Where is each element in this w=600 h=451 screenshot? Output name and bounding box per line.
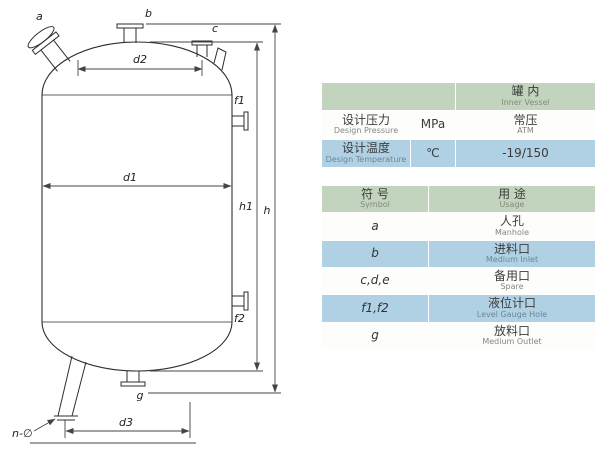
spec-header-inner-vessel: 罐 内 Inner Vessel [456, 83, 595, 111]
tank-outline [41, 41, 233, 372]
symbol-header-cn: 符 号 [361, 186, 389, 201]
label-d2: d2 [133, 53, 147, 66]
label-c: c [212, 22, 218, 35]
design-pressure-value: 常压 ATM [456, 111, 595, 139]
pressure-unit-text: MPa [420, 117, 446, 132]
label-d3: d3 [119, 416, 133, 429]
row-g-usage: 放料口 Medium Outlet [429, 322, 595, 349]
label-h: h [264, 204, 271, 217]
label-f1: f1 [234, 94, 245, 107]
design-pressure-unit: MPa [411, 111, 455, 139]
label-d1: d1 [123, 171, 137, 184]
row-b-symbol: b [322, 240, 428, 267]
nozzle-c [191, 40, 213, 57]
row-f1f2-symbol: f1,f2 [322, 295, 428, 322]
support-leg [54, 355, 87, 421]
design-spec-table: 罐 内 Inner Vessel 设计压力 Design Pressure MP… [322, 83, 595, 167]
row-a-symbol: a [322, 213, 428, 240]
row-cde-usage: 备用口 Spare [429, 268, 595, 295]
design-temperature-cn: 设计温度 [341, 141, 390, 156]
design-temperature-en: Design Temperature [325, 154, 407, 164]
usage-header: 用 途 Usage [429, 186, 595, 213]
lifting-lug [213, 47, 227, 71]
label-h1: h1 [239, 200, 253, 213]
inner-vessel-en: Inner Vessel [501, 97, 550, 107]
usage-header-cn: 用 途 [498, 186, 526, 201]
label-n-diameter: n-∅ [12, 427, 33, 440]
nozzle-g [120, 371, 146, 387]
symbol-header: 符 号 Symbol [322, 186, 428, 213]
design-temperature-label: 设计温度 Design Temperature [322, 139, 410, 167]
pressure-value-en: ATM [517, 126, 534, 136]
design-pressure-label: 设计压力 Design Pressure [322, 111, 410, 139]
pressure-value-cn: 常压 [513, 112, 538, 127]
symbol-table: 符 号 Symbol 用 途 Usage a 人孔 Manhole b 进料口 … [322, 186, 595, 349]
label-g: g [137, 389, 144, 402]
vessel-drawing: a b c d2 f1 d1 h1 h f2 g n-∅ d3 [12, 7, 281, 444]
temperature-value-cn: -19/150 [502, 145, 549, 160]
nozzle-f2 [232, 291, 249, 311]
design-temperature-value: -19/150 [456, 139, 595, 167]
row-g-symbol: g [322, 322, 428, 349]
row-b-usage: 进料口 Medium Inlet [429, 240, 595, 267]
label-f2: f2 [234, 312, 245, 325]
nozzle-f1 [232, 111, 249, 131]
inner-vessel-cn: 罐 内 [511, 84, 540, 99]
design-pressure-en: Design Pressure [333, 126, 399, 136]
nozzle-a-manhole [27, 26, 71, 72]
row-f1f2-usage: 液位计口 Level Gauge Hole [429, 295, 595, 322]
usage-header-en: Usage [499, 200, 525, 210]
dimension-lines [30, 23, 281, 444]
row-cde-symbol: c,d,e [322, 268, 428, 295]
design-pressure-cn: 设计压力 [341, 112, 390, 127]
label-a: a [36, 10, 43, 23]
spec-header-blank [322, 83, 455, 111]
nozzle-b [116, 23, 144, 43]
temperature-unit-text: ℃ [426, 145, 440, 160]
design-temperature-unit: ℃ [411, 139, 455, 167]
label-b: b [145, 7, 152, 20]
row-a-usage: 人孔 Manhole [429, 213, 595, 240]
symbol-header-en: Symbol [360, 200, 390, 210]
